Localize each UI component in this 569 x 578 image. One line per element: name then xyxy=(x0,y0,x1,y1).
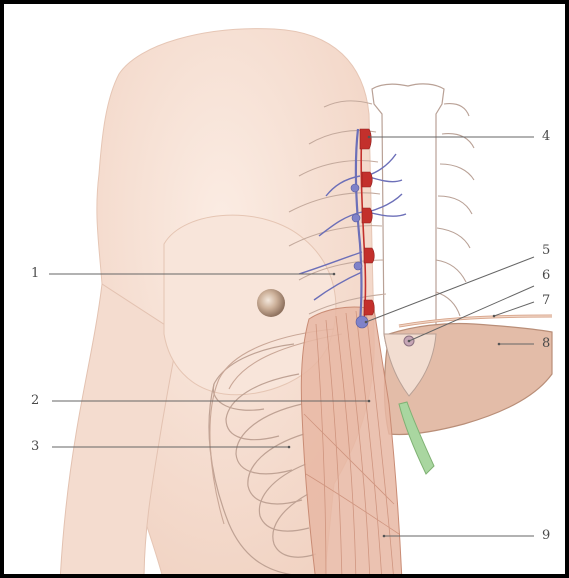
nipple xyxy=(257,289,285,317)
label-2: 2 xyxy=(31,394,39,407)
label-8: 8 xyxy=(542,337,550,350)
label-4: 4 xyxy=(542,130,550,143)
label-1: 1 xyxy=(31,267,39,280)
label-3: 3 xyxy=(31,440,39,453)
label-5: 5 xyxy=(542,244,550,257)
anatomy-illustration xyxy=(4,4,569,578)
label-9: 9 xyxy=(542,529,550,542)
right-ribs xyxy=(436,104,474,316)
label-6: 6 xyxy=(542,269,550,282)
label-7: 7 xyxy=(542,294,550,307)
